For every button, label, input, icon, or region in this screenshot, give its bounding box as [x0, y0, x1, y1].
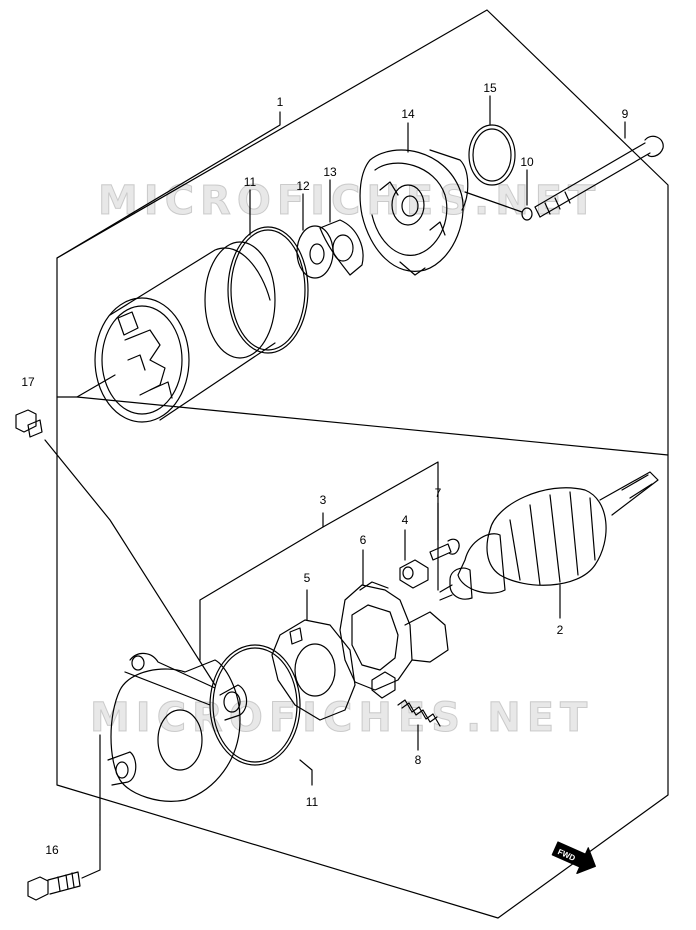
- end-frame-14: [359, 149, 469, 276]
- o-ring-11-bottom: [209, 644, 301, 766]
- bracket-3: [199, 512, 324, 661]
- front-housing: [107, 652, 248, 802]
- callout-14: 14: [401, 107, 415, 121]
- screw-7: [429, 538, 460, 561]
- brush-plate-5: [271, 619, 356, 721]
- callout-17: 17: [21, 375, 35, 389]
- callout-15: 15: [483, 81, 497, 95]
- callout-1: 1: [276, 95, 284, 109]
- callout-8: 8: [414, 753, 422, 767]
- callout-5: 5: [303, 571, 311, 585]
- washer-10: [521, 207, 533, 221]
- leader-1: [56, 111, 281, 259]
- fwd-arrow-icon: FWD: [551, 841, 596, 874]
- bolt-16: [27, 871, 81, 901]
- yoke-housing: [94, 241, 276, 423]
- through-bolt-9: [534, 135, 664, 218]
- callout-11-top: 11: [243, 175, 257, 189]
- spring-8: [397, 699, 441, 727]
- watermark-top: MICROFICHES.NET: [97, 178, 602, 225]
- armature-2: [439, 471, 659, 601]
- callout-12: 12: [296, 179, 310, 193]
- callout-10: 10: [520, 155, 534, 169]
- o-ring-11-top: [227, 226, 309, 354]
- callout-16: 16: [45, 843, 59, 857]
- assembly-diagonal: [76, 396, 669, 456]
- callout-6: 6: [359, 533, 367, 547]
- brush-4: [399, 559, 429, 589]
- watermark-bottom: MICROFICHES.NET: [89, 695, 594, 742]
- o-ring-15: [468, 124, 516, 186]
- callout-4: 4: [401, 513, 409, 527]
- bracket-3b: [322, 461, 439, 591]
- callout-7: 7: [434, 486, 442, 500]
- callout-2: 2: [556, 623, 564, 637]
- brush-holder-6: [339, 581, 449, 699]
- callout-11-bottom: 11: [305, 795, 319, 809]
- callout-13: 13: [323, 165, 337, 179]
- bolt-17: [15, 409, 43, 438]
- callout-3: 3: [319, 493, 327, 507]
- callout-9: 9: [621, 107, 629, 121]
- assembly-outline: [56, 9, 669, 919]
- plate-13: [319, 219, 364, 276]
- washer-12: [296, 225, 334, 279]
